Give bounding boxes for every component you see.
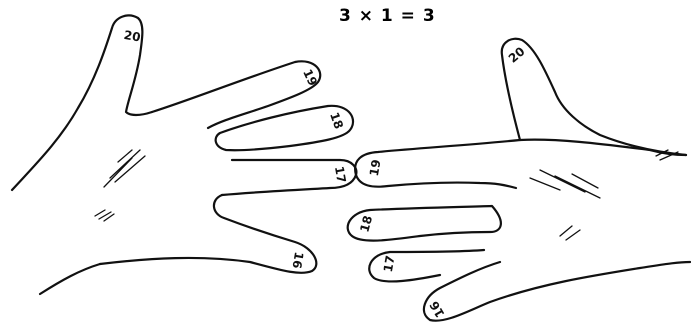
right-hand: 20 19 18 17 16	[348, 39, 690, 321]
right-finger-16-outline	[424, 262, 690, 321]
left-palm-hatching	[95, 150, 145, 221]
left-hand: 20 19 18 17 16	[12, 15, 356, 294]
left-finger-16-outline	[100, 195, 316, 273]
right-finger-19-outline	[355, 140, 686, 175]
right-finger-18-label: 18	[357, 214, 375, 234]
right-thumb-label: 20	[506, 44, 528, 65]
left-wrist-outline	[40, 264, 100, 294]
equation-label: 3 × 1 = 3	[339, 6, 436, 26]
left-finger-17-label: 17	[332, 165, 349, 184]
right-finger-19-label: 19	[367, 158, 384, 177]
right-palm-hatching	[530, 150, 678, 240]
right-finger-16-label: 16	[427, 299, 447, 320]
left-finger-19-outline	[152, 61, 320, 128]
left-thumb-label: 20	[123, 28, 142, 45]
right-finger-17-label: 17	[381, 254, 398, 273]
left-finger-19-label: 19	[300, 67, 320, 88]
right-thumb-outline	[502, 39, 686, 155]
left-finger-16-label: 16	[289, 251, 306, 270]
left-finger-18-label: 18	[327, 110, 346, 130]
